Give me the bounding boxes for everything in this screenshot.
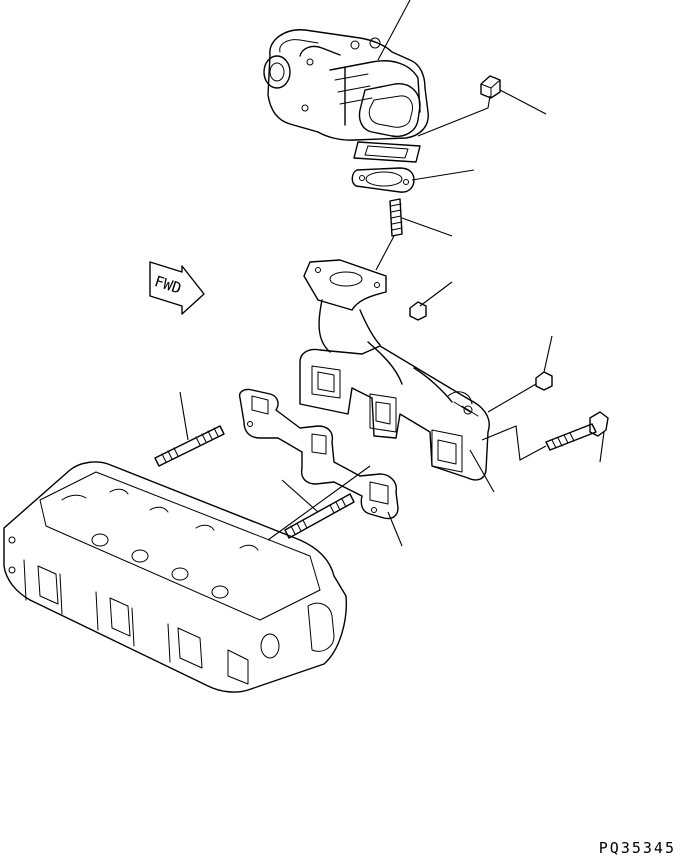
leader-turbocharger	[377, 0, 411, 61]
leader-manifold	[469, 449, 495, 493]
leader-bolt-routing	[481, 425, 547, 461]
leader-lines	[179, 0, 605, 547]
turbocharger	[263, 29, 429, 163]
fwd-direction-marker: FWD	[149, 261, 205, 315]
manifold-stud-center	[284, 493, 355, 539]
manifold-nut-upper	[409, 301, 427, 321]
leader-manifold-nut-upper	[419, 281, 453, 307]
leader-studs-to-head	[267, 465, 371, 541]
turbo-stud	[389, 198, 403, 237]
turbo-gasket	[351, 167, 415, 193]
manifold-gasket	[238, 388, 399, 520]
leader-stud-routing	[375, 235, 395, 271]
cylinder-head	[3, 461, 347, 693]
leader-turbo-gasket	[411, 169, 475, 181]
leader-manifold-nut-right	[543, 335, 553, 373]
manifold-stud-left	[154, 425, 225, 467]
exhaust-manifold	[299, 259, 490, 481]
leader-turbo-nut	[499, 89, 547, 115]
long-bolt	[545, 411, 609, 451]
leader-gasket	[387, 511, 403, 547]
turbo-nut	[480, 75, 501, 99]
manifold-nut-right	[535, 371, 553, 391]
leader-stud-center	[281, 479, 319, 513]
leader-stud-left	[179, 391, 189, 441]
drawing-code: PQ35345	[598, 839, 676, 857]
leader-nut-to-manifold	[487, 383, 537, 413]
leader-long-bolt	[599, 431, 605, 463]
leader-turbo-stud	[401, 217, 453, 237]
leader-turbo-nut-routing	[417, 95, 491, 137]
